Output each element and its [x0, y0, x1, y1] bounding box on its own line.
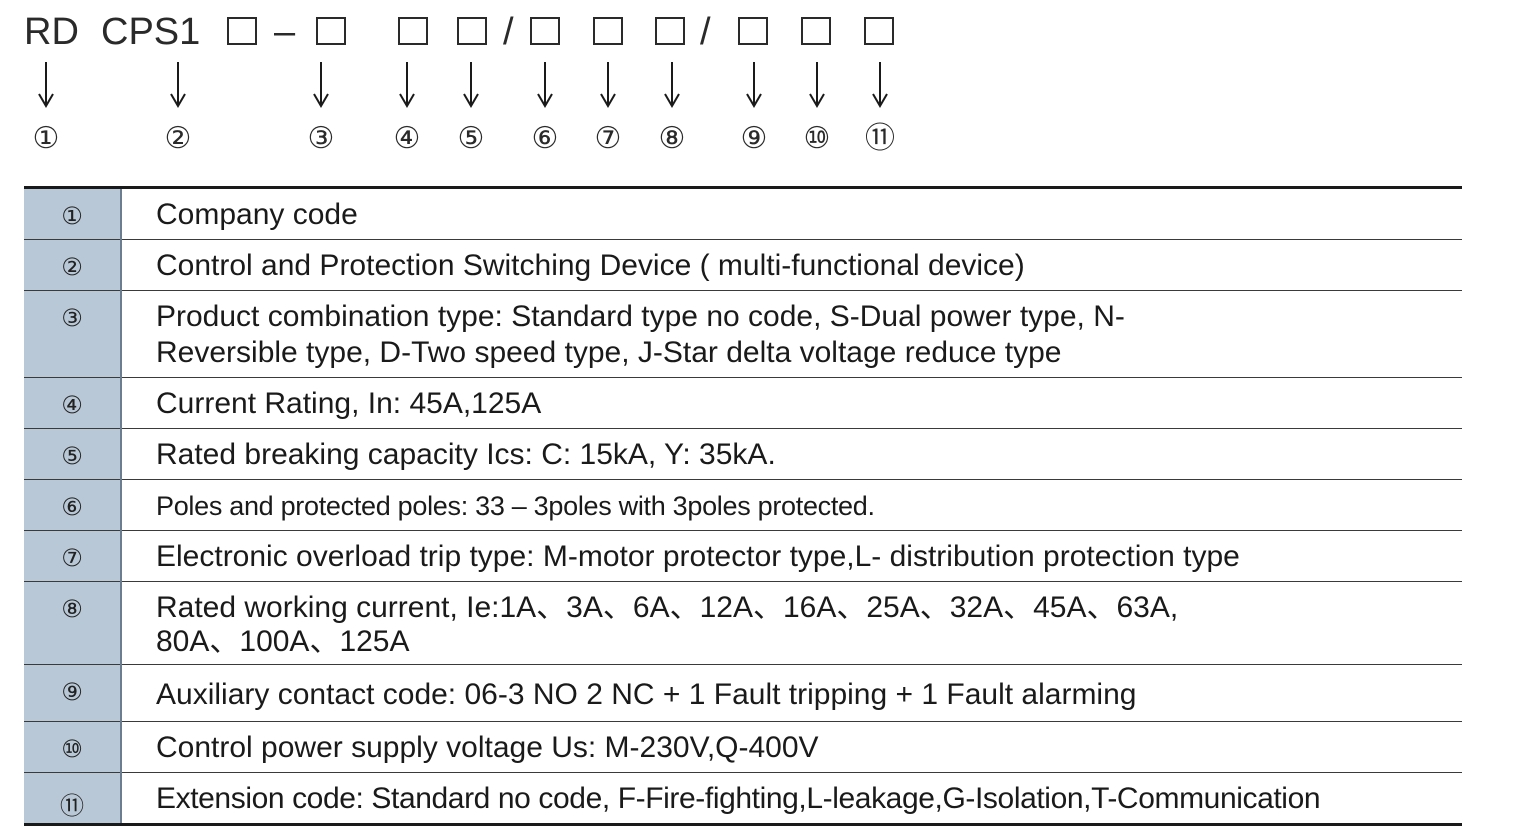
- code-slot-7: [593, 17, 623, 45]
- table-row: ⑦ Electronic overload trip type: M-motor…: [24, 530, 1462, 582]
- code-slot-8: [655, 17, 685, 45]
- down-arrow-icon: [461, 62, 481, 108]
- callout-10: ⑩: [803, 121, 831, 156]
- row-description: Product combination type: Standard type …: [121, 290, 1462, 378]
- row-description: Rated working current, Ie:1A、3A、6A、12A、1…: [121, 581, 1462, 665]
- callout-2: ②: [164, 121, 192, 156]
- row-number: ①: [24, 187, 122, 240]
- row-description: Company code: [121, 187, 1462, 240]
- callout-11: ⑪: [865, 121, 895, 156]
- callout-1: ①: [32, 121, 60, 156]
- code-prefix-rd: RD: [24, 11, 79, 53]
- row-number: ⑧: [24, 581, 122, 665]
- code-slot-3: [227, 17, 257, 45]
- table-row: ④ Current Rating, In: 45A,125A: [24, 377, 1462, 429]
- callout-5: ⑤: [457, 121, 485, 156]
- row-number: ⑦: [24, 530, 122, 582]
- code-slash-2: /: [700, 11, 711, 53]
- row-number: ②: [24, 239, 122, 291]
- callout-3: ③: [307, 121, 335, 156]
- table-row: ⑤ Rated breaking capacity Ics: C: 15kA, …: [24, 428, 1462, 480]
- row-number: ③: [24, 290, 122, 378]
- row-number: ⑥: [24, 479, 122, 531]
- table-row: ⑨ Auxiliary contact code: 06-3 NO 2 NC +…: [24, 664, 1462, 722]
- row-number: ⑤: [24, 428, 122, 480]
- spec-table: ① Company code ② Control and Protection …: [24, 186, 1462, 826]
- row-description: Extension code: Standard no code, F-Fire…: [156, 782, 1321, 815]
- down-arrow-icon: [744, 62, 764, 108]
- code-dash: –: [274, 11, 296, 53]
- model-code-diagram: RD CPS1 – / / ① ② ③ ④: [0, 0, 1528, 170]
- table-row: ⑪ Extension code: Standard no code, F-Fi…: [24, 772, 1462, 825]
- code-prefix-cps1: CPS1: [101, 11, 201, 53]
- code-slot-9: [738, 17, 768, 45]
- code-slot-6: [530, 17, 560, 45]
- row-number: ⑨: [24, 664, 122, 722]
- callout-8: ⑧: [658, 121, 686, 156]
- down-arrow-icon: [397, 62, 417, 108]
- down-arrow-icon: [36, 62, 56, 108]
- row-description: Current Rating, In: 45A,125A: [121, 377, 1462, 429]
- row-description: Auxiliary contact code: 06-3 NO 2 NC + 1…: [121, 664, 1462, 722]
- down-arrow-icon: [535, 62, 555, 108]
- down-arrow-icon: [870, 62, 890, 108]
- callout-4: ④: [393, 121, 421, 156]
- table-row: ⑩ Control power supply voltage Us: M-230…: [24, 721, 1462, 773]
- code-slot-4: [398, 17, 428, 45]
- row-number: ④: [24, 377, 122, 429]
- row-number: ⑩: [24, 721, 122, 773]
- callout-7: ⑦: [594, 121, 622, 156]
- table-row: ③ Product combination type: Standard typ…: [24, 290, 1462, 378]
- down-arrow-icon: [662, 62, 682, 108]
- row-number: ⑪: [24, 772, 122, 825]
- code-slot-5: [457, 17, 487, 45]
- table-row: ① Company code: [24, 187, 1462, 240]
- code-slot-3b: [316, 17, 346, 45]
- table-row: ② Control and Protection Switching Devic…: [24, 239, 1462, 291]
- down-arrow-icon: [311, 62, 331, 108]
- callout-6: ⑥: [531, 121, 559, 156]
- row-description: Electronic overload trip type: M-motor p…: [121, 530, 1462, 582]
- callout-9: ⑨: [740, 121, 768, 156]
- code-slot-11: [864, 17, 894, 45]
- row-description: Control power supply voltage Us: M-230V,…: [121, 721, 1462, 773]
- down-arrow-icon: [807, 62, 827, 108]
- code-slash-1: /: [503, 11, 514, 53]
- down-arrow-icon: [598, 62, 618, 108]
- code-slot-10: [801, 17, 831, 45]
- row-description: Control and Protection Switching Device …: [121, 239, 1462, 291]
- table-row: ⑧ Rated working current, Ie:1A、3A、6A、12A…: [24, 581, 1462, 665]
- table-row: ⑥ Poles and protected poles: 33 – 3poles…: [24, 479, 1462, 531]
- down-arrow-icon: [168, 62, 188, 108]
- row-description: Rated breaking capacity Ics: C: 15kA, Y:…: [121, 428, 1462, 480]
- row-description: Poles and protected poles: 33 – 3poles w…: [121, 479, 1462, 531]
